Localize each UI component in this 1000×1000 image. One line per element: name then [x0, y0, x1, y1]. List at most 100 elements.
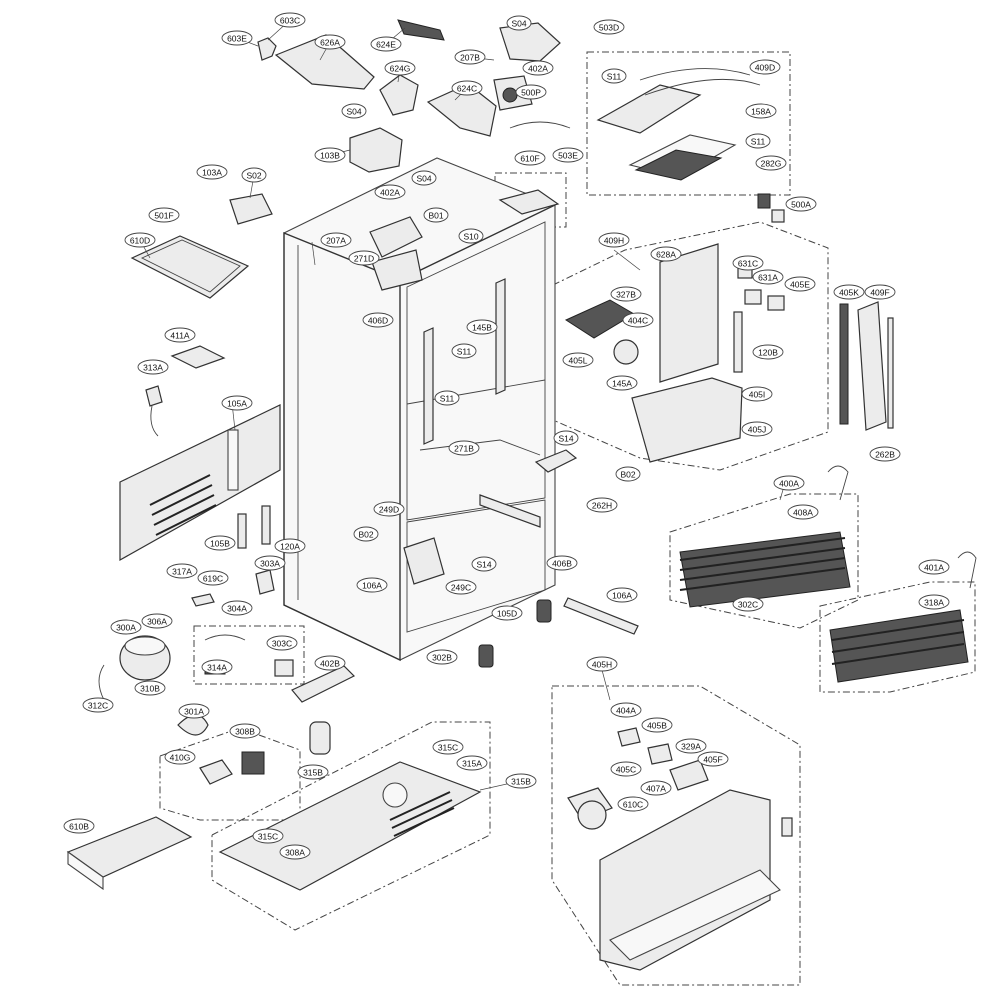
callout-bubble: [745, 133, 771, 149]
callout-bubble: [458, 228, 484, 244]
callout-label: 409F: [870, 288, 889, 298]
hinge-bracket-103a: [229, 193, 273, 225]
callout-401a: 401A: [918, 559, 950, 575]
callout-label: 603E: [227, 34, 247, 44]
mounting-bracket-262b: [534, 449, 578, 473]
callout-bubble: [471, 556, 497, 572]
callout-label: S11: [607, 72, 622, 82]
callout-label: 207B: [460, 53, 480, 63]
callout-s11: S11: [434, 390, 460, 406]
callout-label: B01: [428, 211, 443, 221]
callout-label: 306A: [147, 617, 167, 627]
callout-405l: 405L: [562, 352, 594, 368]
callout-bubble: [586, 497, 618, 513]
callout-label: 404A: [616, 706, 636, 716]
callout-label: 501F: [154, 211, 173, 221]
small-parts-mid: [191, 569, 275, 607]
callout-label: 105D: [497, 609, 517, 619]
callout-bubble: [164, 327, 196, 343]
callout-bubble: [610, 702, 642, 718]
callout-bubble: [732, 255, 764, 271]
evaporator-302c: [829, 551, 977, 683]
callout-312c: 312C: [82, 697, 114, 713]
callout-bubble: [697, 751, 729, 767]
compressor-300a: [98, 635, 171, 701]
callout-label: 207A: [326, 236, 346, 246]
callout-label: 312C: [88, 701, 108, 711]
callout-bubble: [752, 269, 784, 285]
callout-bubble: [491, 605, 523, 621]
callout-bubble: [451, 343, 477, 359]
callout-406d: 406D: [362, 312, 394, 328]
callout-label: 405J: [748, 425, 766, 435]
callout-bubble: [505, 773, 537, 789]
callout-317a: 317A: [166, 563, 198, 579]
callout-303a: 303A: [254, 555, 286, 571]
callout-503d: 503D: [593, 19, 625, 35]
callout-631a: 631A: [752, 269, 784, 285]
callout-bubble: [622, 312, 654, 328]
callout-label: 315B: [511, 777, 531, 787]
callout-label: 327B: [616, 290, 636, 300]
callout-label: 308B: [235, 727, 255, 737]
callout-bubble: [445, 579, 477, 595]
callout-label: 308A: [285, 848, 305, 858]
callout-bubble: [356, 577, 388, 593]
callout-label: 405F: [703, 755, 722, 765]
callout-bubble: [741, 421, 773, 437]
callout-bubble: [434, 390, 460, 406]
callout-158a: 158A: [745, 103, 777, 119]
callout-bubble: [784, 276, 816, 292]
callout-106a: 106A: [606, 587, 638, 603]
callout-label: 315C: [258, 832, 278, 842]
callout-bubble: [615, 466, 641, 482]
back-cover-313a: [119, 404, 281, 562]
callout-label: 329A: [681, 742, 701, 752]
callout-405h: 405H: [586, 656, 618, 672]
callout-503e: 503E: [552, 147, 584, 163]
callout-bubble: [252, 828, 284, 844]
fan-motor-assembly: [177, 714, 265, 785]
callout-bubble: [197, 570, 229, 586]
callout-bubble: [864, 284, 896, 300]
callout-label: 631A: [758, 273, 778, 283]
callout-271b: 271B: [448, 440, 480, 456]
callout-bubble: [274, 538, 306, 554]
callout-406b: 406B: [546, 555, 578, 571]
callout-label: 402B: [320, 659, 340, 669]
callout-label: 500P: [521, 88, 541, 98]
callout-bubble: [732, 596, 764, 612]
callout-624e: 624E: [370, 36, 402, 52]
callout-262b: 262B: [869, 446, 901, 462]
callout-b01: B01: [423, 207, 449, 223]
callout-120b: 120B: [752, 344, 784, 360]
callout-408a: 408A: [787, 504, 819, 520]
callout-label: S04: [346, 107, 361, 117]
callout-label: 315C: [438, 743, 458, 753]
callout-label: 402A: [528, 64, 548, 74]
callout-label: 120B: [758, 348, 778, 358]
callout-402b: 402B: [314, 655, 346, 671]
callout-label: S14: [558, 434, 573, 444]
callout-label: 404C: [628, 316, 648, 326]
callout-bubble: [124, 232, 156, 248]
callout-bubble: [221, 30, 253, 46]
callout-308a: 308A: [279, 844, 311, 860]
callout-405e: 405E: [784, 276, 816, 292]
cover-105d: [563, 597, 639, 635]
callout-label: S11: [751, 137, 766, 147]
callout-bubble: [752, 344, 784, 360]
callout-bubble: [515, 84, 547, 100]
callout-s11: S11: [451, 343, 477, 359]
callout-bubble: [241, 167, 267, 183]
callout-label: 315B: [303, 768, 323, 778]
callout-318a: 318A: [918, 594, 950, 610]
callout-bubble: [341, 103, 367, 119]
rail-249d: [403, 537, 445, 585]
callout-label: 271B: [454, 444, 474, 454]
callout-label: 405H: [592, 660, 612, 670]
group-outline-308b: [159, 727, 301, 821]
callout-label: 631C: [738, 259, 758, 269]
callout-610c: 610C: [617, 796, 649, 812]
callout-610b: 610B: [63, 818, 95, 834]
